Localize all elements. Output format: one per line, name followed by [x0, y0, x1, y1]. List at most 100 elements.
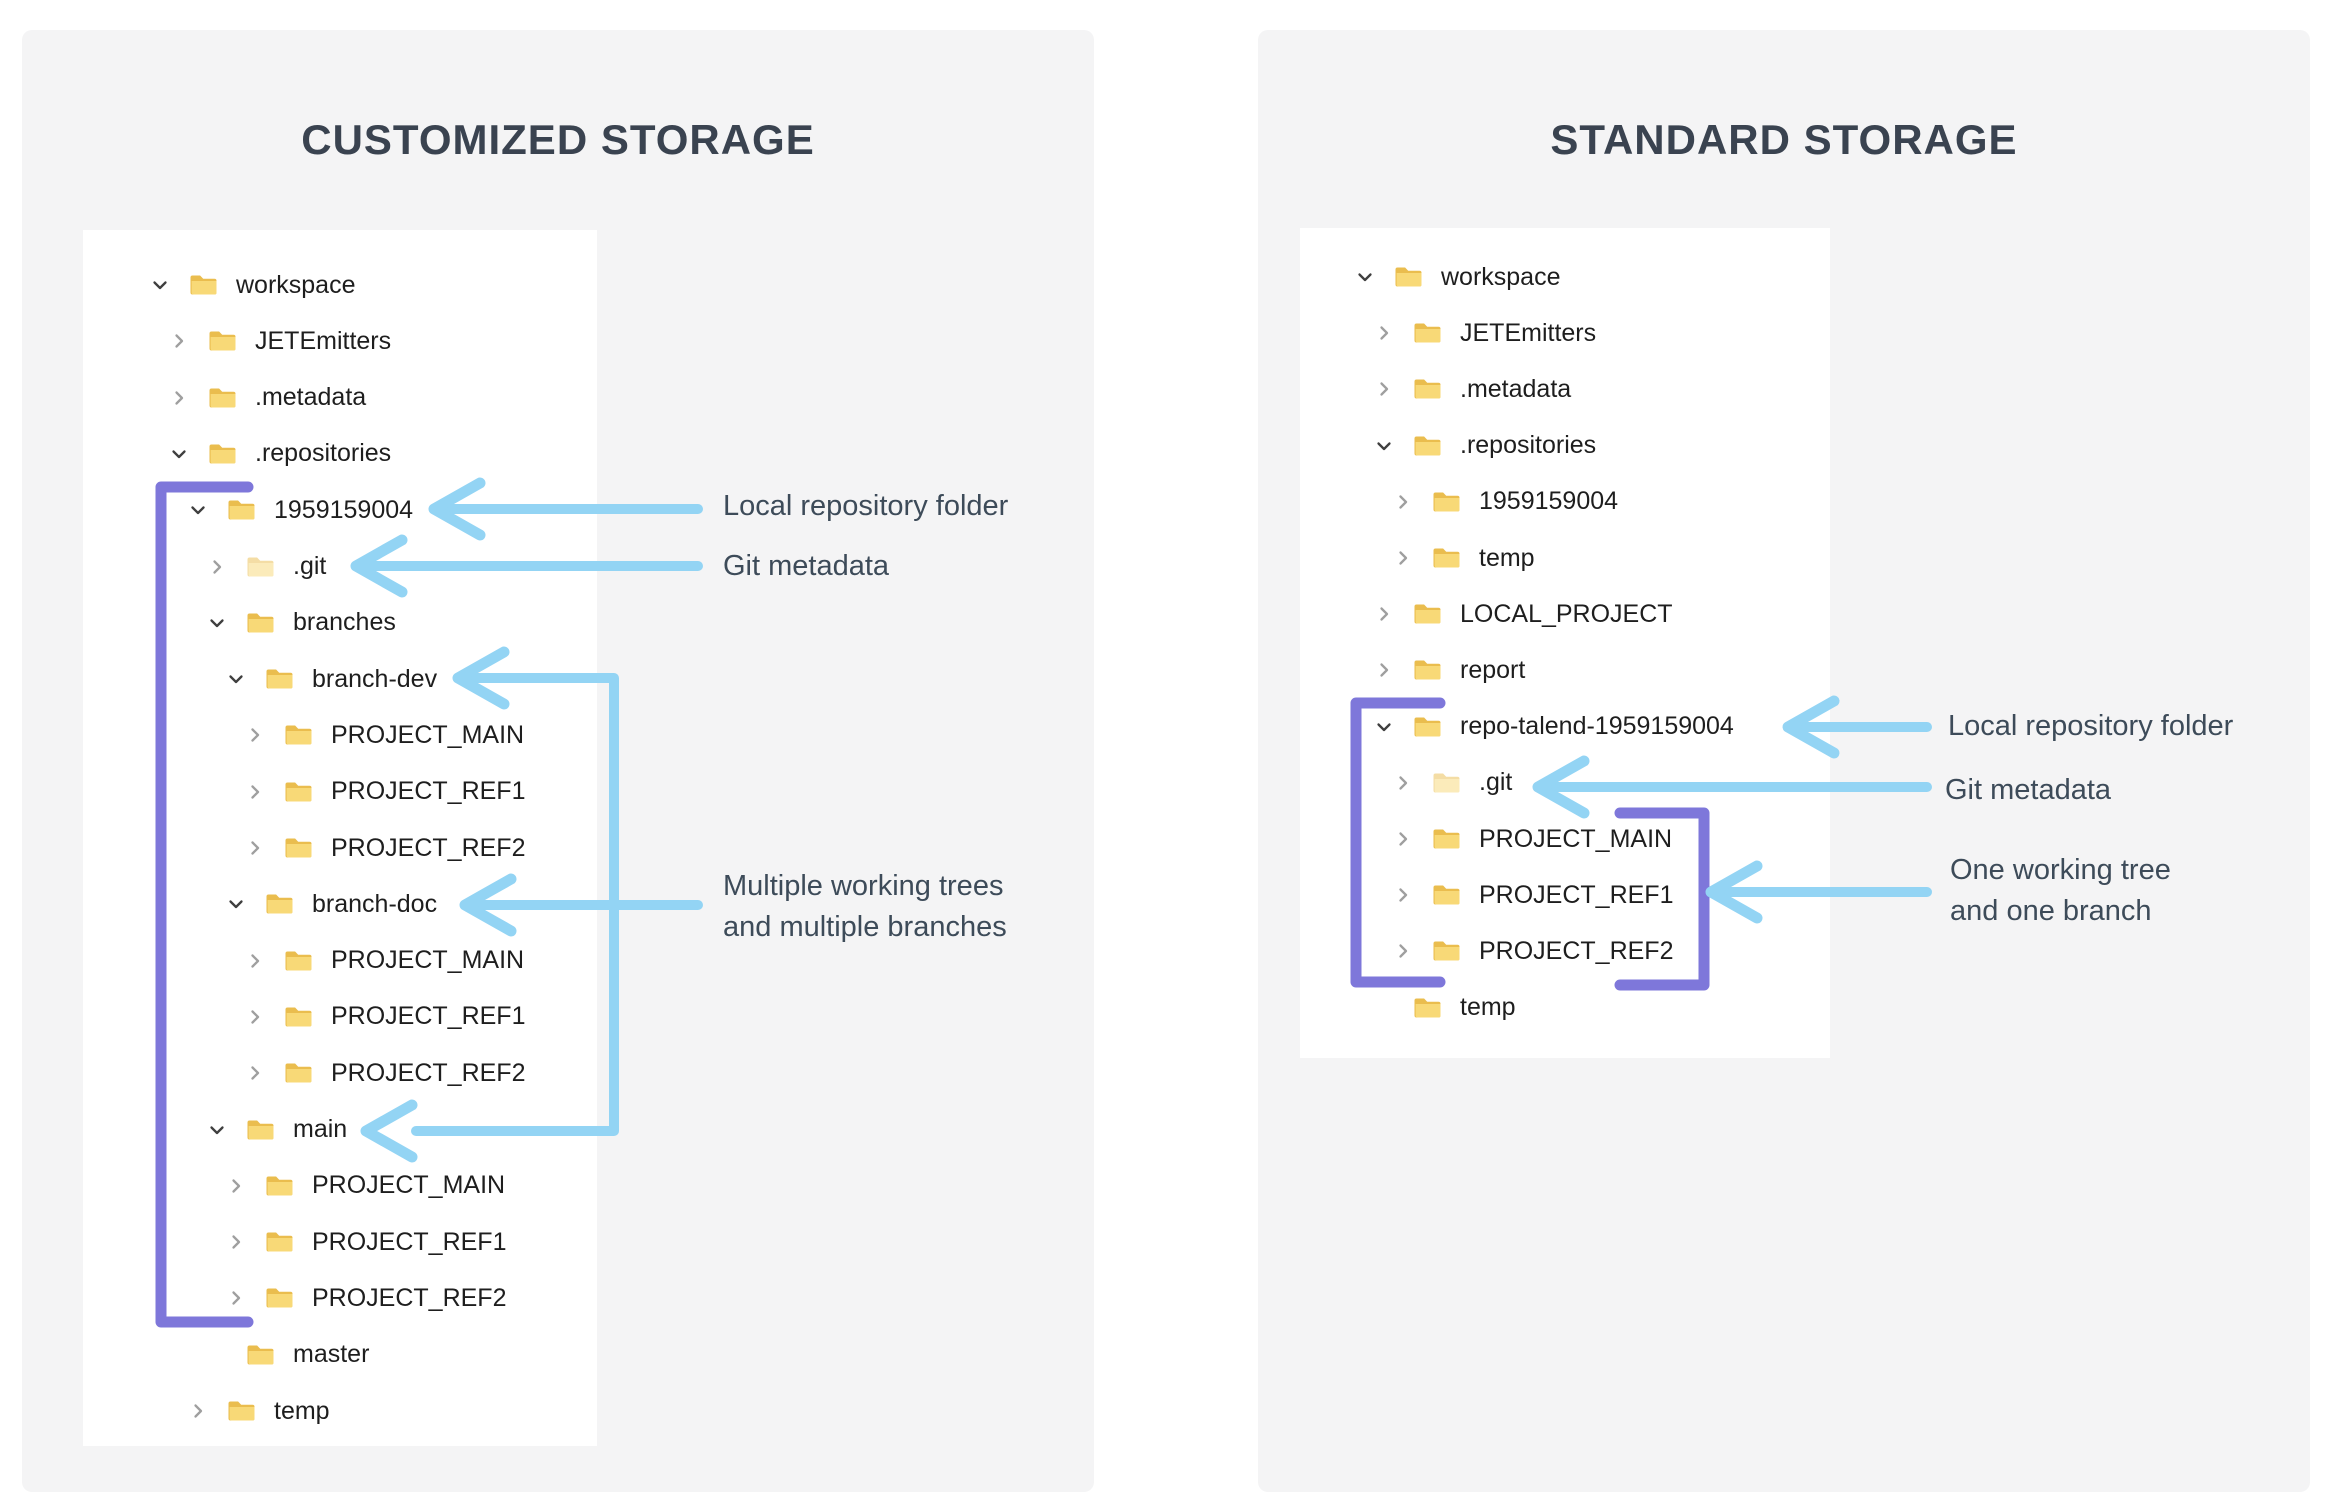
chevron-right-icon[interactable]	[1374, 604, 1394, 624]
chevron-down-icon[interactable]	[169, 444, 189, 464]
folder-icon	[1395, 266, 1422, 288]
tree-row[interactable]: temp	[1393, 530, 1535, 586]
tree-row[interactable]: 1959159004	[188, 482, 413, 538]
tree-row[interactable]: PROJECT_MAIN	[226, 1158, 505, 1214]
tree-row[interactable]: PROJECT_REF2	[1393, 923, 1673, 979]
tree-row[interactable]: repo-talend-1959159004	[1374, 699, 1734, 755]
chevron-right-icon[interactable]	[169, 388, 189, 408]
chevron-right-icon[interactable]	[226, 1176, 246, 1196]
chevron-right-icon[interactable]	[1374, 660, 1394, 680]
chevron-right-icon[interactable]	[226, 1288, 246, 1308]
annotation-text-line2: and multiple branches	[723, 911, 1007, 943]
tree-row[interactable]: workspace	[150, 257, 356, 313]
folder-label: JETEmitters	[1460, 318, 1597, 347]
tree-row[interactable]: .metadata	[169, 370, 366, 426]
folder-label: LOCAL_PROJECT	[1460, 599, 1673, 628]
chevron-right-icon[interactable]	[1393, 548, 1413, 568]
tree-row[interactable]: PROJECT_MAIN	[245, 933, 524, 989]
tree-row[interactable]: .repositories	[1374, 418, 1596, 474]
tree-row[interactable]: PROJECT_REF1	[245, 764, 525, 820]
chevron-right-icon[interactable]	[245, 782, 265, 802]
chevron-down-icon[interactable]	[207, 613, 227, 633]
tree-row[interactable]: PROJECT_MAIN	[245, 707, 524, 763]
chevron-right-icon[interactable]	[1393, 829, 1413, 849]
folder-icon	[1414, 378, 1441, 400]
folder-icon	[1433, 940, 1460, 962]
chevron-down-icon[interactable]	[207, 1120, 227, 1140]
tree-row[interactable]: .git	[1393, 755, 1512, 811]
chevron-right-icon[interactable]	[245, 1063, 265, 1083]
tree-row[interactable]: master	[207, 1327, 369, 1383]
annotation-local-repo-left: Local repository folder	[723, 486, 1008, 527]
tree-row[interactable]: branch-dev	[226, 651, 437, 707]
chevron-right-icon[interactable]	[245, 1007, 265, 1027]
chevron-right-icon[interactable]	[1374, 379, 1394, 399]
chevron-right-icon[interactable]	[1393, 492, 1413, 512]
annotation-git-metadata-right: Git metadata	[1945, 770, 2111, 811]
tree-row[interactable]: report	[1374, 642, 1525, 698]
folder-icon	[285, 1062, 312, 1084]
folder-icon	[285, 781, 312, 803]
folder-icon	[266, 1231, 293, 1253]
tree-row[interactable]: LOCAL_PROJECT	[1374, 586, 1673, 642]
folder-icon	[247, 1119, 274, 1141]
chevron-down-icon[interactable]	[226, 669, 246, 689]
tree-row[interactable]: PROJECT_REF2	[245, 1045, 525, 1101]
folder-icon	[1414, 435, 1441, 457]
tree-row[interactable]: .metadata	[1374, 361, 1571, 417]
chevron-right-icon[interactable]	[188, 1401, 208, 1421]
chevron-down-icon[interactable]	[1374, 717, 1394, 737]
tree-row[interactable]: temp	[1374, 980, 1516, 1036]
folder-label: branches	[293, 608, 396, 637]
chevron-right-icon[interactable]	[1393, 773, 1413, 793]
folder-label: workspace	[1441, 262, 1561, 291]
folder-icon	[247, 612, 274, 634]
chevron-down-icon[interactable]	[188, 500, 208, 520]
chevron-right-icon[interactable]	[1393, 941, 1413, 961]
tree-row[interactable]: .git	[207, 539, 326, 595]
folder-label: .metadata	[1460, 374, 1572, 403]
folder-label: 1959159004	[274, 495, 414, 524]
annotation-text-line1: Multiple working trees	[723, 870, 1004, 902]
tree-row[interactable]: PROJECT_REF1	[245, 989, 525, 1045]
chevron-right-icon[interactable]	[207, 557, 227, 577]
tree-row[interactable]: .repositories	[169, 426, 391, 482]
chevron-down-icon[interactable]	[226, 894, 246, 914]
chevron-down-icon[interactable]	[1374, 436, 1394, 456]
tree-row[interactable]: PROJECT_REF2	[226, 1270, 506, 1326]
folder-label: temp	[1479, 543, 1535, 572]
folder-label: PROJECT_MAIN	[1479, 824, 1673, 853]
tree-row[interactable]: PROJECT_MAIN	[1393, 811, 1672, 867]
chevron-right-icon[interactable]	[1374, 323, 1394, 343]
tree-row[interactable]: 1959159004	[1393, 474, 1618, 530]
folder-icon	[1414, 322, 1441, 344]
chevron-right-icon[interactable]	[226, 1232, 246, 1252]
chevron-down-icon[interactable]	[1355, 267, 1375, 287]
tree-row[interactable]: branches	[207, 595, 396, 651]
tree-row[interactable]: JETEmitters	[1374, 305, 1596, 361]
tree-row[interactable]: branch-doc	[226, 876, 437, 932]
tree-row[interactable]: JETEmitters	[169, 313, 391, 369]
tree-row[interactable]: main	[207, 1102, 347, 1158]
folder-label: main	[293, 1115, 348, 1143]
chevron-right-icon[interactable]	[245, 951, 265, 971]
chevron-right-icon[interactable]	[245, 725, 265, 745]
chevron-right-icon[interactable]	[169, 331, 189, 351]
chevron-right-icon[interactable]	[245, 838, 265, 858]
customized-storage-title: CUSTOMIZED STORAGE	[301, 116, 815, 163]
folder-icon	[266, 668, 293, 690]
tree-row[interactable]: PROJECT_REF1	[226, 1214, 506, 1270]
folder-label: temp	[274, 1396, 330, 1425]
tree-row[interactable]: PROJECT_REF1	[1393, 867, 1673, 923]
tree-row[interactable]: workspace	[1355, 249, 1561, 305]
annotation-text-line2: and one branch	[1950, 895, 2152, 927]
folder-icon	[209, 387, 236, 409]
tree-row[interactable]: PROJECT_REF2	[245, 820, 525, 876]
folder-icon	[209, 330, 236, 352]
chevron-down-icon[interactable]	[150, 275, 170, 295]
annotation-text: Local repository folder	[723, 490, 1009, 522]
folder-label: .git	[1479, 768, 1513, 797]
tree-row[interactable]: temp	[188, 1383, 330, 1439]
folder-icon	[285, 950, 312, 972]
chevron-right-icon[interactable]	[1393, 885, 1413, 905]
